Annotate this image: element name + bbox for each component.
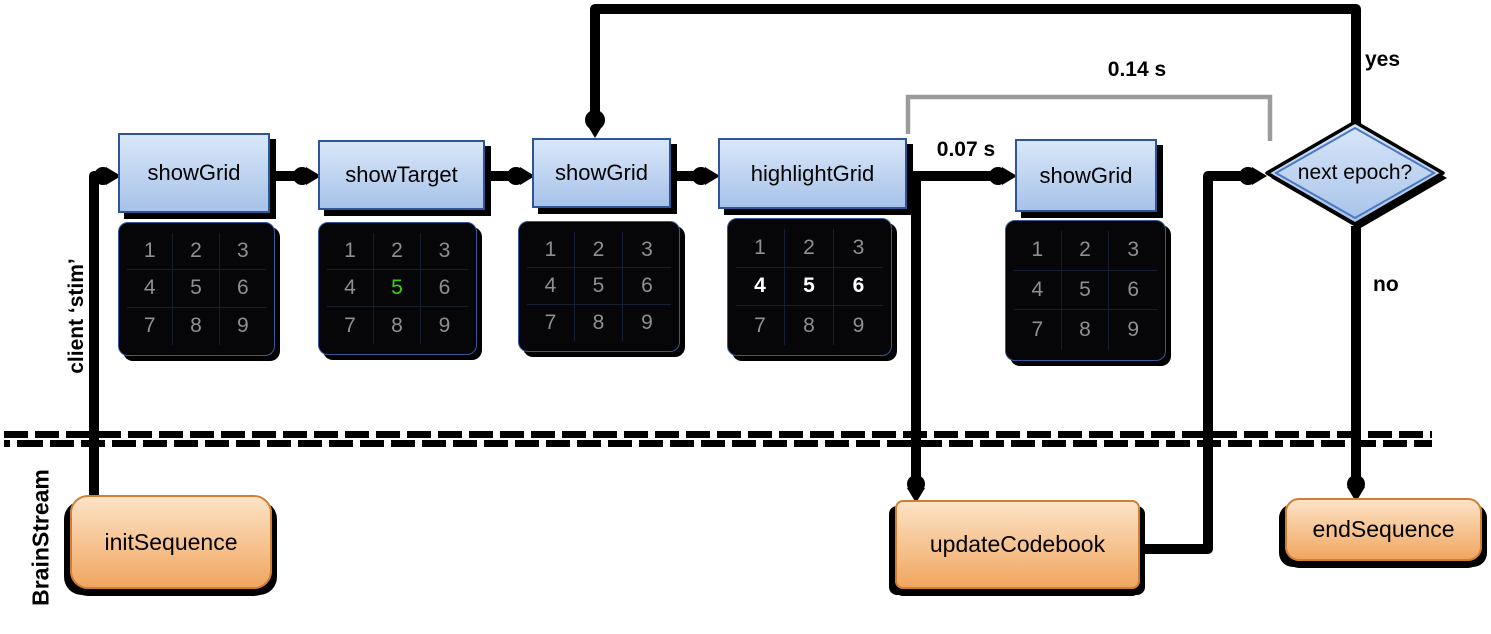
grid-digit-1: 1 [327,233,374,270]
grid-digit-7: 7 [327,307,374,344]
connector-initsequence-to-showgrid1 [89,171,108,496]
action-node-label: updateCodebook [929,531,1106,557]
grid-digit-8: 8 [173,307,220,345]
grid-digit-2: 2 [173,233,220,271]
grid-digit-9: 9 [852,313,865,337]
lane-label-brainstream: BrainStream [27,469,54,606]
grid-digit-9: 9 [438,313,451,337]
arrowhead-into-updatecodebook [907,488,925,503]
decision-yes-label: yes [1365,48,1401,71]
decision-diamond-inner-border [1273,126,1437,220]
action-node-label: endSequence [1312,516,1455,542]
connector-updatecodebook-to-decision [1140,171,1250,554]
decision-no-label: no [1373,273,1399,296]
action-node-label: initSequence [104,528,238,555]
grid-digit-8: 8 [374,307,421,344]
arrowhead-into-showgrid5 [1002,167,1017,185]
grid-digit-5: 5 [785,267,834,307]
grid-digit-4: 4 [736,267,785,307]
stim-node-label: showGrid [555,160,648,185]
grid-digit-7: 7 [736,306,785,345]
grid-digit-9: 9 [1127,318,1139,342]
grid-digit-3: 3 [219,233,266,271]
grid-digit-7: 7 [1014,310,1062,350]
stim-node-showgrid-1: showGrid [118,133,270,213]
grid-digit-6: 6 [421,270,468,307]
grid-digit-8: 8 [575,304,623,341]
grid-digit-2: 2 [374,233,421,270]
stim-node-label: showGrid [147,160,241,185]
arrowhead-into-highlightgrid [705,167,720,185]
grid-digit-7: 7 [127,307,174,345]
lane-separator [4,431,1432,447]
grid-digit-9: 9 [641,310,653,334]
stim-node-highlightgrid: highlightGrid [718,138,907,209]
grid-digit-4: 4 [1014,270,1062,311]
grid-digit-3: 3 [1109,231,1157,271]
grid-digit-1: 1 [736,229,785,268]
connector-decision-yes-loop-to-showgrid3 [590,4,1361,124]
grid-digit-8: 8 [1062,310,1110,350]
grid-digit-1: 1 [527,232,575,269]
arrowhead-into-endsequence [1347,487,1365,502]
grid-digit-1: 1 [127,233,174,271]
grid-digit-6: 6 [1109,271,1157,311]
grid-digit-2: 2 [575,232,623,269]
action-node-initsequence: initSequence [70,495,272,589]
grid-digit-2: 2 [1061,231,1110,271]
arrowhead-into-showgrid3 [520,167,535,185]
decision-label: next epoch? [1297,161,1413,184]
grid-digit-2: 2 [785,229,834,268]
grid-digit-7: 7 [527,304,575,341]
grid-digit-4: 4 [327,270,374,307]
timing-bracket-014s [905,94,1273,141]
stim-node-label: highlightGrid [750,160,875,186]
timing-label-014s: 0.14 s [1107,58,1167,81]
grid-digit-5: 5 [173,270,220,308]
arrowhead-into-showgrid1 [106,167,121,185]
grid-digit-4: 4 [127,270,174,308]
action-node-updatecodebook: updateCodebook [895,500,1140,589]
grid-digit-5: 5 [374,270,421,307]
grid-digit-4: 4 [527,268,575,305]
arrowhead-into-showgrid3-top [586,123,604,138]
grid-digit-3: 3 [623,232,671,269]
grid-digit-6: 6 [623,268,671,305]
grid-digit-9: 9 [236,314,249,338]
grid-digit-5: 5 [1061,270,1110,311]
grid-digit-1: 1 [1014,231,1062,271]
grid-digit-3: 3 [421,233,468,270]
arrowhead-into-showtarget [306,167,321,185]
stim-node-showgrid-2: showGrid [532,138,671,208]
lane-label-client-stim: client ‘stim’ [65,258,88,374]
decision-diamond [1265,120,1445,226]
action-node-endsequence: endSequence [1285,498,1482,561]
stim-node-label: showGrid [1039,162,1133,188]
stim-node-label: showTarget [345,162,458,187]
stim-node-showgrid-3: showGrid [1015,139,1157,212]
arrowhead-into-decision [1252,167,1267,185]
timing-label-007s: 0.07 s [936,138,996,161]
grid-digit-6: 6 [219,270,266,308]
lane-separator-dash-row [4,431,1432,438]
grid-digit-8: 8 [785,306,834,345]
grid-digit-5: 5 [575,268,623,305]
grid-digit-6: 6 [834,268,883,307]
stim-node-showtarget: showTarget [318,140,485,210]
grid-digit-3: 3 [834,229,883,268]
lane-separator-dash-row [4,440,1432,447]
